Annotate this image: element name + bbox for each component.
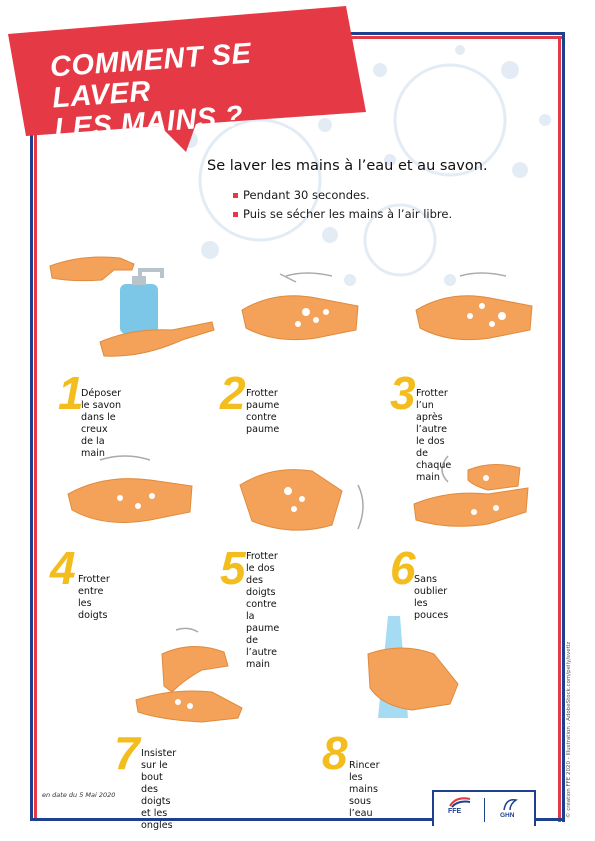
step-4-illustration xyxy=(67,455,193,523)
step-text: Sans oublier les pouces xyxy=(414,574,448,622)
step-text: Frotter le dos des doigts contre la paum… xyxy=(246,551,279,671)
step-number: 5 xyxy=(220,542,246,594)
step-text: Frotter l’un après l’autre le dos de cha… xyxy=(416,388,451,484)
virus-background-icon xyxy=(182,45,551,286)
step-text-line: Sans oublier les pouces xyxy=(414,574,449,621)
step-text-line: contre paume xyxy=(246,412,280,435)
step-number: 2 xyxy=(220,367,246,419)
step-text-line: contre la paume xyxy=(246,599,280,634)
logos-box: FFE GHN xyxy=(432,790,536,826)
frame-right-blue xyxy=(562,32,565,822)
step-text-line: Frotter paume xyxy=(246,388,280,411)
step-text-line: Frotter l’un après l’autre xyxy=(416,388,448,435)
step-number: 3 xyxy=(390,367,416,419)
title-banner xyxy=(8,6,366,152)
logo-separator xyxy=(484,798,485,822)
step-number: 4 xyxy=(50,542,76,594)
step-1-illustration xyxy=(49,256,215,357)
intro-heading: Se laver les mains à l’eau et au savon. xyxy=(207,158,488,174)
step-number: 8 xyxy=(322,727,348,779)
date-note: en date du 5 Mai 2020 xyxy=(42,791,116,799)
intro-bullet: Pendant 30 secondes. xyxy=(233,186,452,205)
step-7-illustration xyxy=(135,627,243,723)
step-text-line: Rincer les mains sous l’eau xyxy=(349,760,380,819)
frame-top-red xyxy=(188,36,564,39)
step-text: Frotter paume contre paume xyxy=(246,388,279,436)
ffe-logo-text: FFE xyxy=(448,808,462,815)
step-number: 1 xyxy=(58,367,84,419)
step-text-line: Insister sur le bout xyxy=(141,748,177,783)
step-text-line: dans le creux de la main xyxy=(81,412,116,459)
step-2-illustration xyxy=(241,272,359,341)
step-5-illustration xyxy=(239,469,364,531)
intro-bullet: Puis se sécher les mains à l’air libre. xyxy=(233,205,452,224)
frame-bottom-blue xyxy=(30,818,565,821)
ghn-logo-text: GHN xyxy=(500,812,515,819)
step-number: 7 xyxy=(114,727,140,779)
step-text-line: des doigts et les ongles xyxy=(141,784,173,831)
step-text-line: Frotter le dos des doigts xyxy=(246,551,278,598)
ghn-logo-icon xyxy=(503,798,518,811)
step-text: Insister sur le bout des doigts et les o… xyxy=(141,748,176,832)
step-3-illustration xyxy=(415,272,533,341)
step-text-line: le dos de chaque main xyxy=(416,436,452,483)
step-text-line: Déposer le savon xyxy=(81,388,122,411)
frame-top-blue xyxy=(188,32,564,35)
step-8-illustration xyxy=(367,616,459,718)
frame-right-red xyxy=(558,36,561,822)
ffe-logo-icon xyxy=(449,797,471,808)
intro-bullets: Pendant 30 secondes. Puis se sécher les … xyxy=(233,186,452,224)
frame-left-red xyxy=(34,120,37,820)
step-text-line: de l’autre main xyxy=(246,635,278,670)
step-6-illustration xyxy=(413,455,529,527)
credits: © création FFE 2020 - Illustration : Ado… xyxy=(566,641,572,818)
step-number: 6 xyxy=(390,542,416,594)
step-text: Frotter entre les doigts xyxy=(78,574,110,622)
frame-left-blue xyxy=(30,120,33,820)
step-text: Déposer le savon dans le creux de la mai… xyxy=(81,388,121,460)
step-text-line: Frotter entre les doigts xyxy=(78,574,110,621)
step-text: Rincer les mains sous l’eau xyxy=(349,760,380,820)
